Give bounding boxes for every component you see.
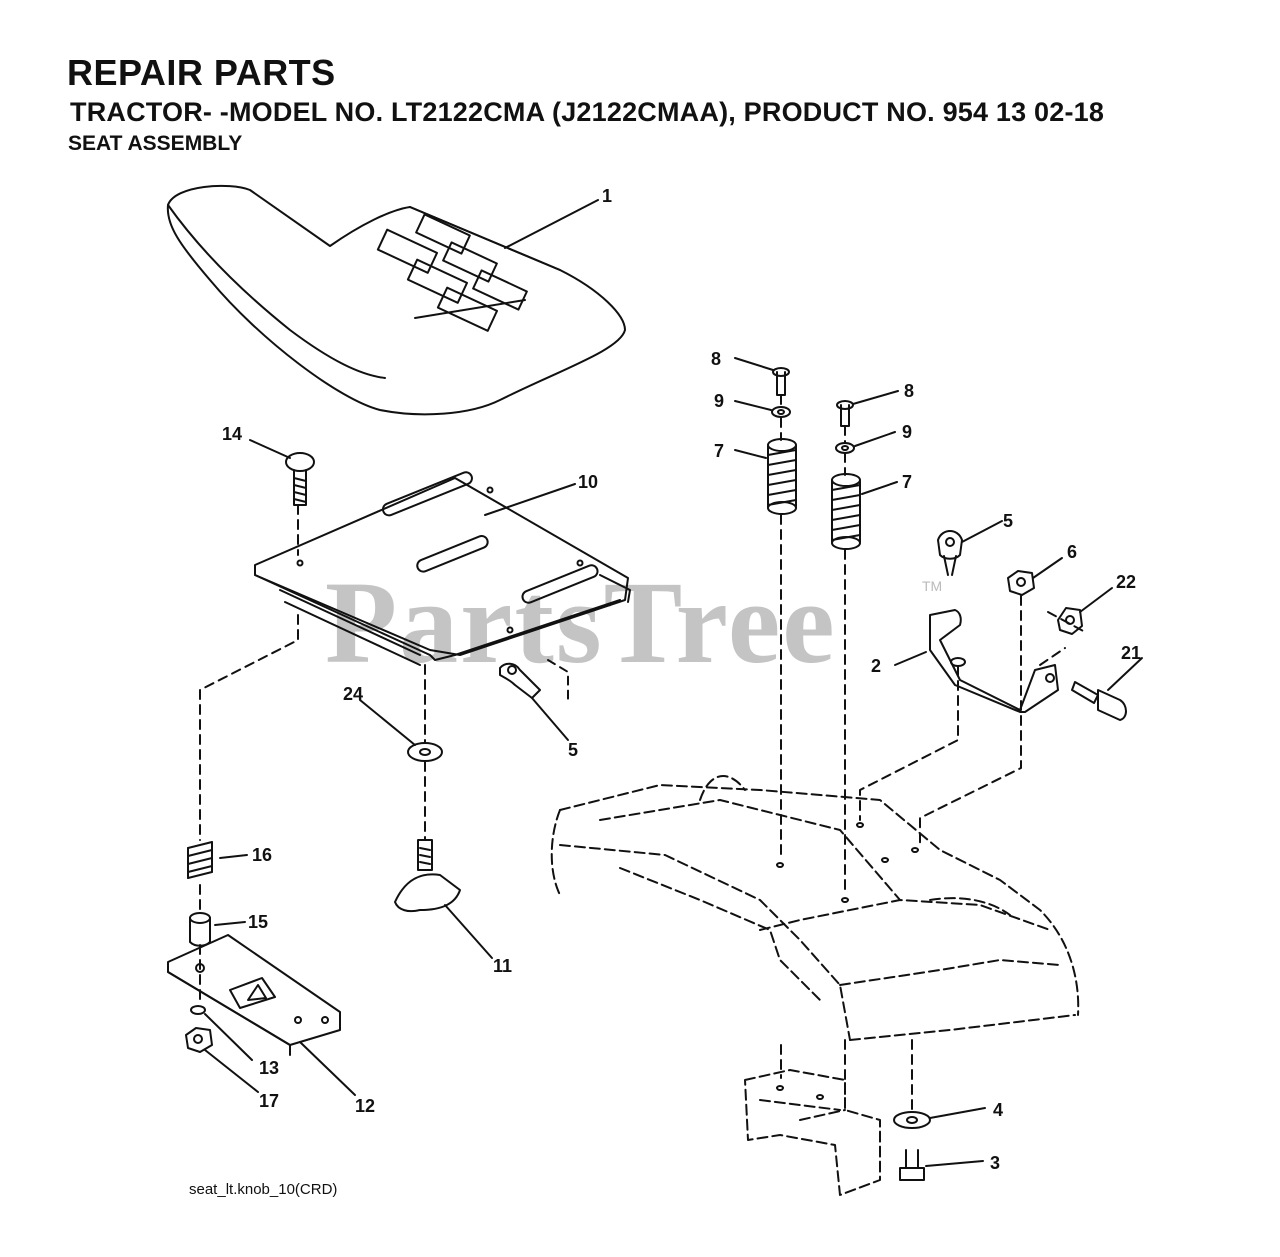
callout-16: 16 — [252, 845, 272, 865]
callout-5-left: 5 — [568, 740, 578, 760]
callout-9-right: 9 — [902, 422, 912, 442]
spacer-part[interactable] — [189, 912, 211, 947]
callout-3: 3 — [990, 1153, 1000, 1173]
tractor-fender-part — [550, 775, 1080, 1196]
callout-13: 13 — [259, 1058, 279, 1078]
callout-5-right: 5 — [1003, 511, 1013, 531]
callout-24: 24 — [343, 684, 363, 704]
callout-11: 11 — [493, 956, 512, 976]
bolt-8-left-part[interactable] — [772, 367, 790, 396]
clip-right-part[interactable] — [937, 530, 963, 576]
nut-6-part[interactable] — [1007, 570, 1035, 596]
callout-22: 22 — [1116, 572, 1136, 592]
callout-15: 15 — [248, 912, 268, 932]
section-title: SEAT ASSEMBLY — [68, 132, 243, 155]
callout-8-right: 8 — [904, 381, 914, 401]
callout-21: 21 — [1121, 643, 1141, 663]
fender-holes — [776, 822, 919, 1100]
nut-17-part[interactable] — [185, 1027, 213, 1053]
callout-labels: 1 2 3 4 5 5 6 7 7 8 8 9 9 10 11 12 13 14… — [222, 186, 1141, 1173]
nut-22-part[interactable] — [1057, 607, 1083, 635]
callout-9-left: 9 — [714, 391, 724, 411]
spring-7-left-part[interactable] — [767, 438, 797, 515]
callout-6: 6 — [1067, 542, 1077, 562]
knob-part[interactable] — [394, 839, 461, 913]
callout-12: 12 — [355, 1096, 375, 1116]
carriage-bolt-part[interactable] — [285, 452, 315, 506]
washer-9-right-part[interactable] — [835, 442, 855, 454]
spring-7-right-part[interactable] — [831, 473, 861, 550]
seat-part[interactable] — [166, 184, 626, 416]
bolt-21-part[interactable] — [1071, 681, 1127, 721]
bolt-8-right-part[interactable] — [836, 400, 854, 427]
spring-16-part[interactable] — [187, 841, 213, 879]
callout-4: 4 — [993, 1100, 1003, 1120]
seat-pan-part[interactable] — [254, 470, 631, 666]
callout-7-left: 7 — [714, 441, 724, 461]
dashed-guides-right — [780, 394, 1086, 1111]
callout-8-left: 8 — [711, 349, 721, 369]
bolt-3-part[interactable] — [899, 1149, 925, 1181]
watermark: PartsTree — [325, 557, 837, 688]
callout-1: 1 — [602, 186, 612, 206]
callout-14: 14 — [222, 424, 242, 444]
clip-left-part[interactable] — [499, 662, 541, 699]
washer-13-part[interactable] — [190, 1005, 206, 1015]
callout-17: 17 — [259, 1091, 279, 1111]
drawing-id: seat_lt.knob_10(CRD) — [189, 1181, 338, 1198]
slide-plate-part[interactable] — [167, 934, 341, 1056]
watermark-tm: TM — [922, 578, 943, 594]
callout-7-right: 7 — [902, 472, 912, 492]
washer-24-part[interactable] — [407, 742, 443, 762]
page-title: REPAIR PARTS — [67, 52, 336, 93]
dashed-guides-left — [199, 504, 426, 1006]
washer-9-left-part[interactable] — [771, 406, 791, 418]
callout-2: 2 — [871, 656, 881, 676]
model-subtitle: TRACTOR- -MODEL NO. LT2122CMA (J2122CMAA… — [70, 97, 1105, 127]
callout-10: 10 — [578, 472, 598, 492]
bracket-part[interactable] — [929, 609, 1059, 713]
washer-4-part[interactable] — [893, 1111, 931, 1129]
